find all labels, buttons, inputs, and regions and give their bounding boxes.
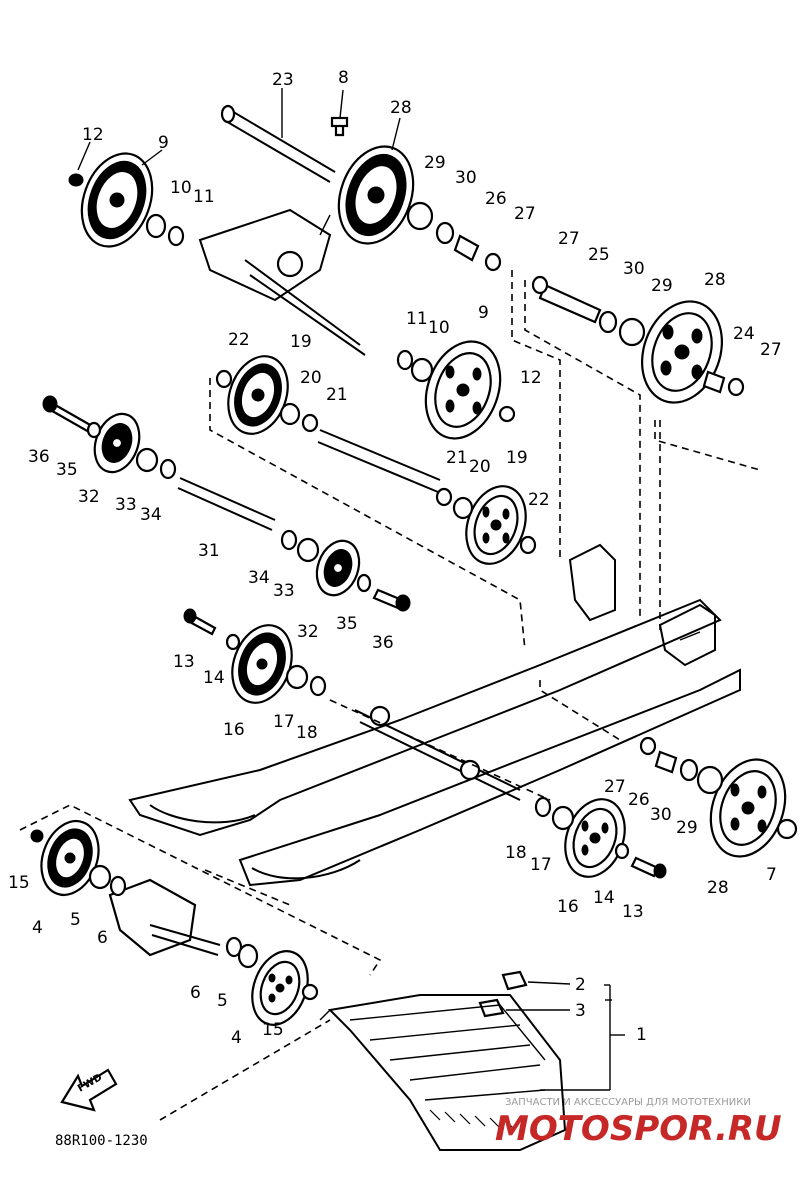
callout-9a: 9 [158,133,169,153]
callout-34b: 34 [248,568,270,588]
callout-28a: 28 [390,98,412,118]
callout-8: 8 [338,68,349,88]
wheel-28-lower [709,758,787,858]
wheel-32-lower [315,539,361,597]
callout-32a: 32 [78,487,100,507]
callout-36a: 36 [28,447,50,467]
callout-1: 1 [636,1025,647,1045]
callout-5b: 5 [217,991,228,1011]
leader-lines [77,88,625,1091]
slide-rail-frame [128,208,741,887]
callout-10b: 10 [428,318,450,338]
callout-27c: 27 [760,340,782,360]
callout-13b: 13 [622,902,644,922]
wheel-19-right [465,485,527,565]
callout-21a: 21 [326,385,348,405]
callout-30c: 30 [650,805,672,825]
wheel-28-right [641,300,723,404]
callout-24: 24 [733,324,755,344]
group-boundaries [19,270,761,1121]
callout-6b: 6 [190,983,201,1003]
shaft-31 [177,477,276,531]
wheel-28-upper [337,145,415,245]
shaft-mid [317,429,441,493]
callout-18b: 18 [505,843,527,863]
callout-3: 3 [575,1001,586,1021]
callout-22a: 22 [228,330,250,350]
callout-9b: 9 [478,303,489,323]
callout-18a: 18 [296,723,318,743]
callout-35a: 35 [56,460,78,480]
callout-4a: 4 [32,918,43,938]
callout-28b: 28 [704,270,726,290]
callout-25: 25 [588,245,610,265]
callout-20a: 20 [300,368,322,388]
callout-32b: 32 [297,622,319,642]
callout-27d: 27 [604,777,626,797]
callout-19a: 19 [290,332,312,352]
small-parts [30,116,798,1018]
callout-10a: 10 [170,178,192,198]
wheel-4-bottom [251,950,309,1026]
callout-6a: 6 [97,928,108,948]
diagram-part-code: 88R100-1230 [55,1133,148,1149]
hinge-shaft [108,878,221,957]
callout-26b: 26 [628,790,650,810]
callout-16a: 16 [223,720,245,740]
watermark-site: MOTOSPOR.RU [495,1109,782,1149]
callout-12a: 12 [82,125,104,145]
callout-11a: 11 [193,187,215,207]
callout-28c: 28 [707,878,729,898]
callout-29b: 29 [651,276,673,296]
callout-2: 2 [575,975,586,995]
track-assembly [319,994,567,1151]
callout-30b: 30 [623,259,645,279]
watermark-tagline: ЗАПЧАСТИ И АКСЕССУАРЫ ДЛЯ МОТОТЕХНИКИ [505,1097,751,1108]
wheel-16-right [564,798,626,878]
callout-22b: 22 [528,490,550,510]
callout-15a: 15 [8,873,30,893]
callout-19b: 19 [506,448,528,468]
callout-27a: 27 [514,204,536,224]
callout-16b: 16 [557,897,579,917]
callout-31: 31 [198,541,220,561]
callout-4b: 4 [231,1028,242,1048]
callout-27b: 27 [558,229,580,249]
callout-17a: 17 [273,712,295,732]
wheel-16-left [231,624,293,704]
wheel-4-left [40,820,100,896]
callout-34a: 34 [140,505,162,525]
shaft-25 [538,283,602,324]
callout-5a: 5 [70,910,81,930]
watermark: ЗАПЧАСТИ И АКСЕССУАРЫ ДЛЯ МОТОТЕХНИКИ MO… [495,1097,782,1149]
callout-29a: 29 [424,153,446,173]
fwd-arrow-icon: FWD [60,1068,118,1112]
callout-14a: 14 [203,668,225,688]
wheel-19-left [227,355,289,435]
callout-35b: 35 [336,614,358,634]
callout-26a: 26 [485,189,507,209]
callout-12b: 12 [520,368,542,388]
wheel-9-upper [80,152,154,248]
axle-23 [220,104,336,183]
callout-30a: 30 [455,168,477,188]
wheel-9-mid [424,340,502,440]
callout-7: 7 [766,865,777,885]
callout-15b: 15 [262,1020,284,1040]
wheel-32-upper [93,412,141,474]
callout-29c: 29 [676,818,698,838]
callout-14b: 14 [593,888,615,908]
callout-17b: 17 [530,855,552,875]
callout-36b: 36 [372,633,394,653]
callout-33a: 33 [115,495,137,515]
callout-13a: 13 [173,652,195,672]
callout-23: 23 [272,70,294,90]
callout-20b: 20 [469,457,491,477]
callout-11b: 11 [406,309,428,329]
shafts [108,104,602,957]
callout-21b: 21 [446,448,468,468]
callout-33b: 33 [273,581,295,601]
callout-labels: 1 2 3 4 4 5 5 6 6 7 8 9 9 10 10 11 11 12… [8,68,782,1048]
